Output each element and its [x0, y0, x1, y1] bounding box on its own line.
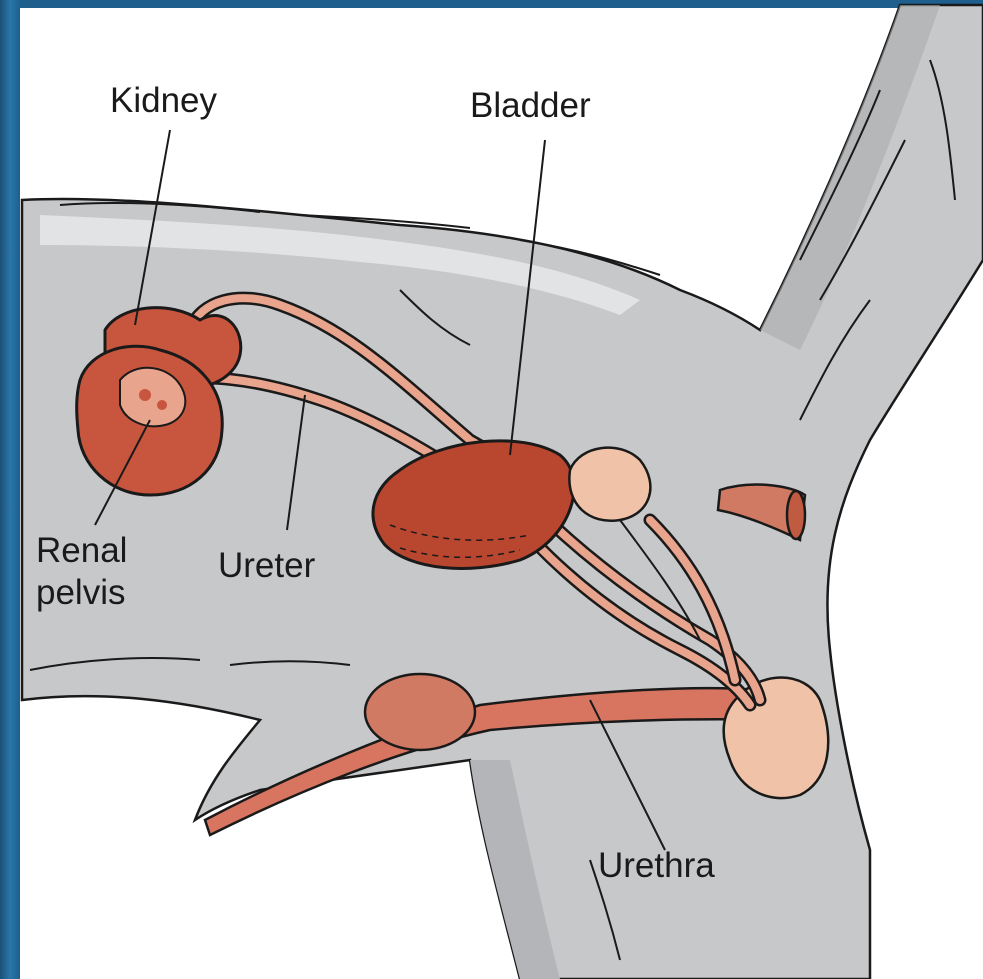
- accessory-gland: [569, 448, 650, 521]
- label-renal-pelvis: Renal pelvis: [36, 530, 127, 614]
- label-urethra: Urethra: [598, 845, 715, 887]
- urethra-bulb: [365, 674, 475, 750]
- label-ureter: Ureter: [218, 545, 315, 587]
- label-kidney: Kidney: [110, 80, 217, 122]
- label-bladder: Bladder: [470, 85, 591, 127]
